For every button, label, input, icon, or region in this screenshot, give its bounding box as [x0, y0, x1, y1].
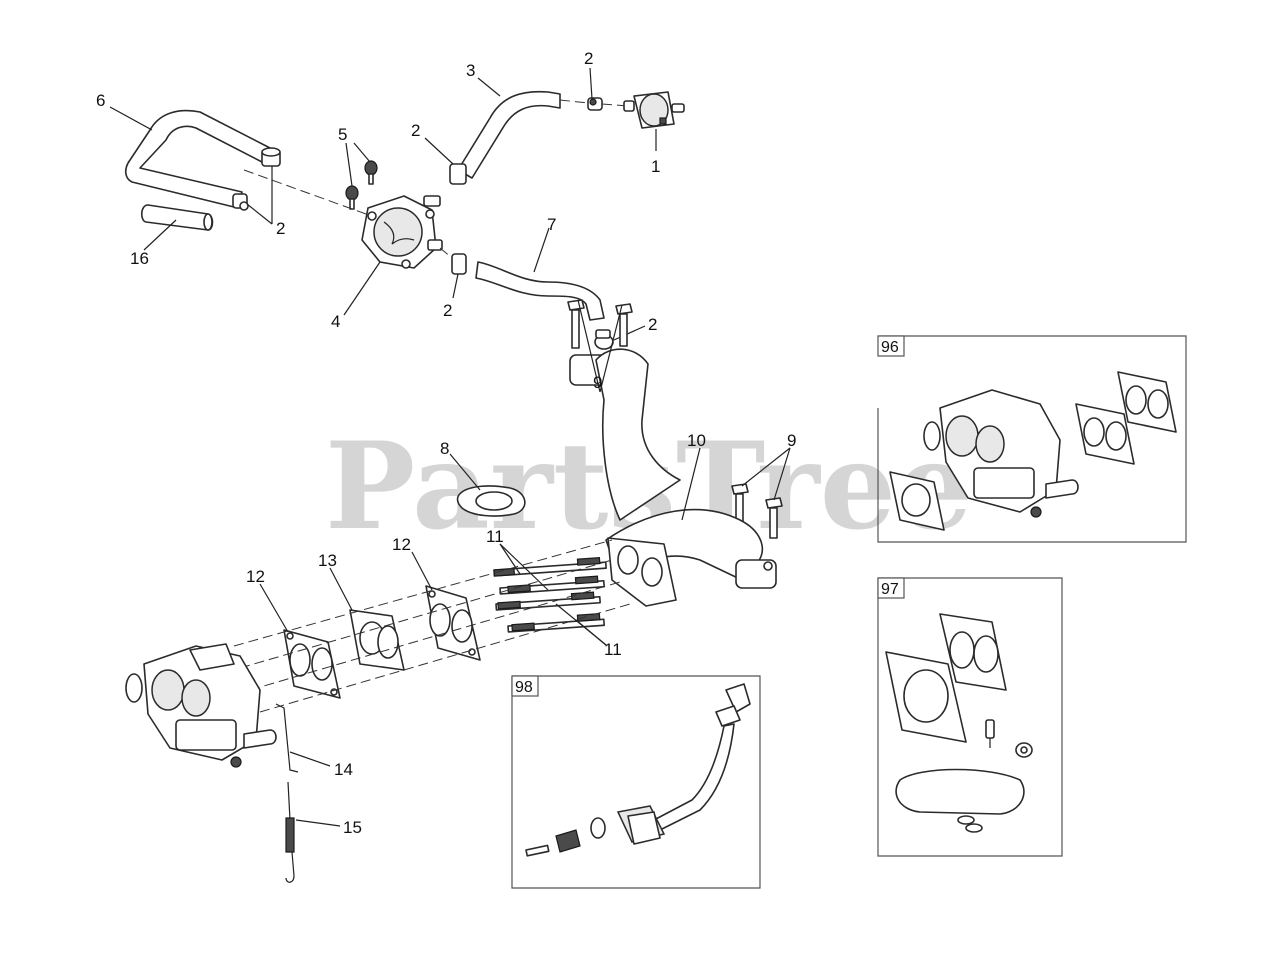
callout-2: 2: [443, 301, 452, 320]
kit-97-needle[interactable]: [985, 719, 995, 748]
callout-2: 2: [584, 49, 593, 68]
carb-gasket-12-front[interactable]: [283, 629, 341, 699]
callout-12: 12: [392, 535, 411, 554]
callout-16: 16: [130, 249, 149, 268]
callout-4: 4: [331, 312, 340, 331]
callout-7: 7: [547, 215, 556, 234]
callout-9: 9: [593, 373, 602, 392]
fuel-hose-3[interactable]: [457, 90, 561, 179]
fuel-hose-16[interactable]: [140, 204, 214, 231]
carb-gasket-12-rear[interactable]: [425, 585, 481, 661]
callout-3: 3: [466, 61, 475, 80]
throttle-link-14[interactable]: [275, 703, 299, 773]
hose-clamp[interactable]: [451, 253, 467, 275]
pump-screw[interactable]: [364, 160, 378, 185]
kit-97-gasket[interactable]: [885, 651, 967, 743]
kit-96-gasket[interactable]: [889, 471, 945, 531]
callout-1: 1: [651, 157, 660, 176]
kit-98-o-ring[interactable]: [590, 817, 606, 839]
hose-clamp[interactable]: [594, 329, 614, 350]
fuel-filter-1[interactable]: [623, 91, 685, 129]
governor-spring-15[interactable]: [285, 781, 295, 883]
fuel-hose-6[interactable]: [124, 109, 271, 209]
callout-11: 11: [604, 640, 622, 659]
kit-96-carburetor[interactable]: [923, 389, 1079, 518]
kit-97-washer[interactable]: [1015, 742, 1033, 758]
callout-10: 10: [687, 431, 706, 450]
kit-96-panel: 96: [877, 335, 1187, 543]
kit-97-label: 97: [881, 581, 899, 598]
hose-clamp[interactable]: [449, 163, 467, 185]
callout-labels: 1 2 2 2 2 2 3 4 5 6 7 8 9 9 10 11 11 12 …: [96, 49, 796, 837]
fuel-hose-7[interactable]: [475, 261, 605, 321]
callout-2: 2: [276, 219, 285, 238]
intake-manifold-10[interactable]: [569, 348, 777, 607]
callout-11: 11: [486, 527, 504, 546]
fuel-pump-4[interactable]: [361, 195, 443, 269]
kit-96-label: 96: [881, 339, 899, 356]
callout-5: 5: [338, 125, 347, 144]
hose-clamp[interactable]: [587, 97, 603, 111]
kit-97-gasket[interactable]: [939, 613, 1007, 691]
intake-stud[interactable]: [507, 612, 605, 633]
hose-clamp[interactable]: [261, 147, 281, 167]
intake-bolt[interactable]: [731, 483, 749, 523]
callout-2: 2: [411, 121, 420, 140]
carburetor[interactable]: [125, 643, 277, 768]
intake-stud[interactable]: [495, 591, 601, 611]
kit-98-label: 98: [515, 679, 533, 696]
kit-98-plunger[interactable]: [525, 844, 550, 857]
kit-97-o-rings[interactable]: [957, 815, 983, 833]
callout-12: 12: [246, 567, 265, 586]
kit-96-gasket[interactable]: [1117, 371, 1177, 433]
intake-bolt[interactable]: [765, 497, 783, 539]
callout-2: 2: [648, 315, 657, 334]
callout-8: 8: [440, 439, 449, 458]
kit-98-spring[interactable]: [555, 829, 581, 853]
kit-96-gasket[interactable]: [1075, 403, 1135, 465]
hose-clamp[interactable]: [232, 193, 249, 211]
callout-9: 9: [787, 431, 796, 450]
kit-98-fuel-solenoid[interactable]: [616, 683, 751, 845]
kit-97-panel: 97: [877, 577, 1063, 857]
kit-97-bowl-gasket[interactable]: [895, 768, 1025, 815]
callout-6: 6: [96, 91, 105, 110]
callout-15: 15: [343, 818, 362, 837]
pump-screw[interactable]: [345, 185, 359, 210]
callout-14: 14: [334, 760, 353, 779]
intake-gasket-8[interactable]: [456, 485, 526, 517]
kit-98-panel: 98: [511, 675, 761, 889]
carb-spacer-13[interactable]: [349, 609, 405, 671]
intake-bolt[interactable]: [567, 299, 585, 349]
callout-13: 13: [318, 551, 337, 570]
intake-stud[interactable]: [499, 575, 605, 595]
intake-bolt[interactable]: [615, 303, 633, 347]
